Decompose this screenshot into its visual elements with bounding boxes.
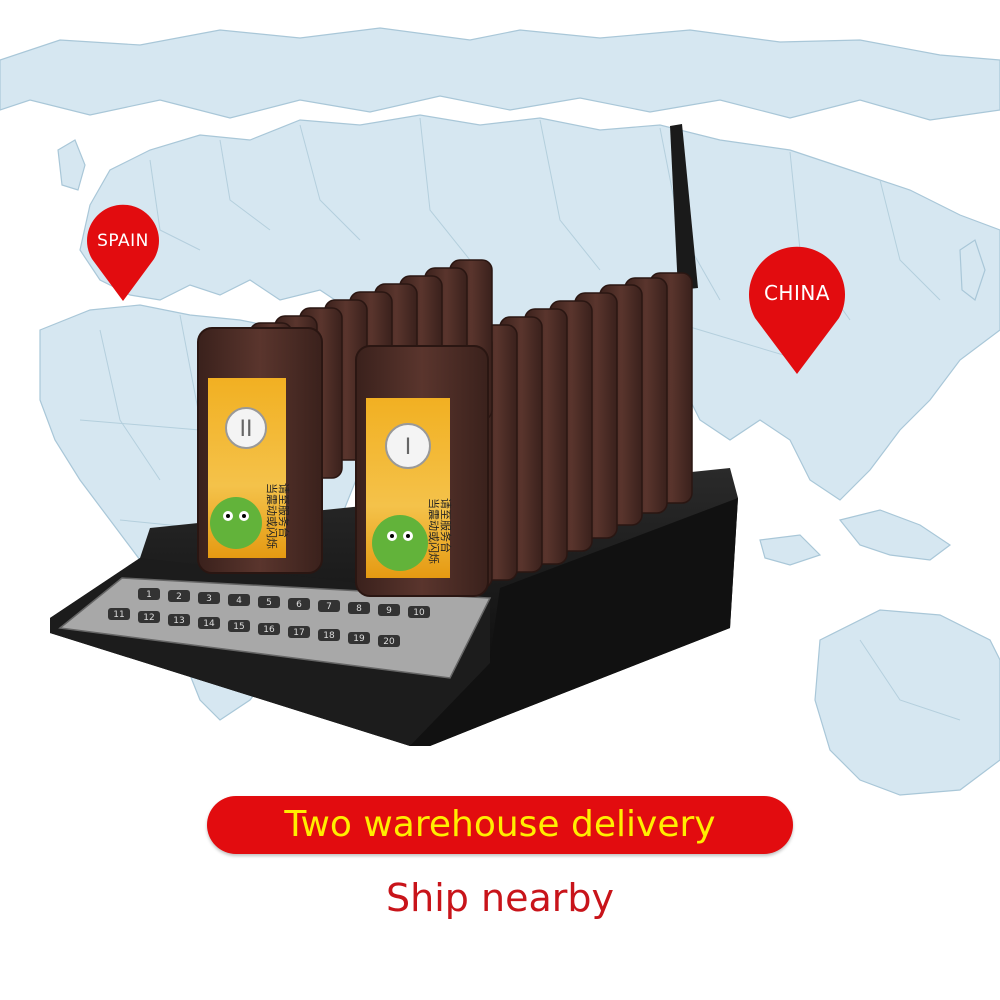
keypad-key-14[interactable]: 14 [198,617,220,629]
keypad-key-16[interactable]: 16 [258,623,280,635]
keypad-row-1: 1 2 3 4 5 6 7 8 9 10 [138,588,430,618]
svg-text:11: 11 [113,610,124,620]
svg-text:7: 7 [326,602,332,612]
keypad-key-13[interactable]: 13 [168,614,190,626]
map-land-islands-2 [759,534,822,566]
keypad-key-20[interactable]: 20 [378,635,400,647]
ship-nearby-text: Ship nearby [386,876,614,920]
antenna [670,124,698,290]
svg-text:15: 15 [233,622,244,632]
svg-text:18: 18 [323,631,335,641]
svg-text:3: 3 [206,594,212,604]
map-land-arctic [0,27,1000,121]
map-land-eurasia [79,114,1000,501]
spain-pin-label: SPAIN [97,231,149,251]
map-pin-icon [87,204,159,301]
pager-front-left: II 请至服务台 当震动或闪烁 [197,327,323,574]
map-pin-icon [749,246,845,374]
svg-text:12: 12 [143,613,154,623]
map-land-uk [57,139,86,191]
keypad-key-15[interactable]: 15 [228,620,250,632]
china-location-pin: CHINA [742,244,852,376]
map-land-islands [838,509,952,561]
svg-text:19: 19 [353,634,365,644]
keypad-key-9[interactable]: 9 [378,604,400,616]
svg-text:10: 10 [413,608,425,618]
keypad-key-7[interactable]: 7 [318,600,340,612]
keypad-key-8[interactable]: 8 [348,602,370,614]
keypad-key-5[interactable]: 5 [258,596,280,608]
keypad-key-10[interactable]: 10 [408,606,430,618]
keypad-row-2: 11 12 13 14 15 16 17 18 19 20 [108,608,400,647]
svg-text:20: 20 [383,637,395,647]
delivery-banner-text: Two warehouse delivery [284,804,716,845]
pager-number-label: I [405,435,412,460]
pager-number-label: II [240,417,253,442]
svg-text:16: 16 [263,625,275,635]
svg-text:1: 1 [146,590,152,600]
svg-text:14: 14 [203,619,215,629]
svg-text:6: 6 [296,600,302,610]
svg-text:9: 9 [386,606,392,616]
svg-text:2: 2 [176,592,182,602]
svg-text:17: 17 [293,628,304,638]
delivery-banner: Two warehouse delivery [207,796,793,854]
map-land-japan [959,239,986,301]
keypad-key-17[interactable]: 17 [288,626,310,638]
keypad-key-11[interactable]: 11 [108,608,130,620]
pager-label-line-1: 请至服务台 [277,483,291,538]
china-pin-label: CHINA [763,281,831,305]
svg-text:5: 5 [266,598,272,608]
spain-location-pin: SPAIN [82,203,164,303]
svg-text:8: 8 [356,604,362,614]
pager-label-line-2: 当震动或闪烁 [427,498,441,564]
svg-text:4: 4 [236,596,242,606]
pager-charging-base: II 请至服务台 当震动或闪烁 I 请至服务台 当震动或闪烁 1 2 3 4 5 [50,124,738,746]
keypad-key-18[interactable]: 18 [318,629,340,641]
pager-label-line-1: 请至服务台 [439,498,453,553]
keypad-key-6[interactable]: 6 [288,598,310,610]
keypad-key-3[interactable]: 3 [198,592,220,604]
pager-label-line-2: 当震动或闪烁 [265,483,279,549]
svg-text:13: 13 [173,616,184,626]
pager-front-center: I 请至服务台 当震动或闪烁 [355,345,489,597]
keypad-key-2[interactable]: 2 [168,590,190,602]
keypad-key-4[interactable]: 4 [228,594,250,606]
keypad-key-1[interactable]: 1 [138,588,160,600]
keypad-key-12[interactable]: 12 [138,611,160,623]
keypad-key-19[interactable]: 19 [348,632,370,644]
